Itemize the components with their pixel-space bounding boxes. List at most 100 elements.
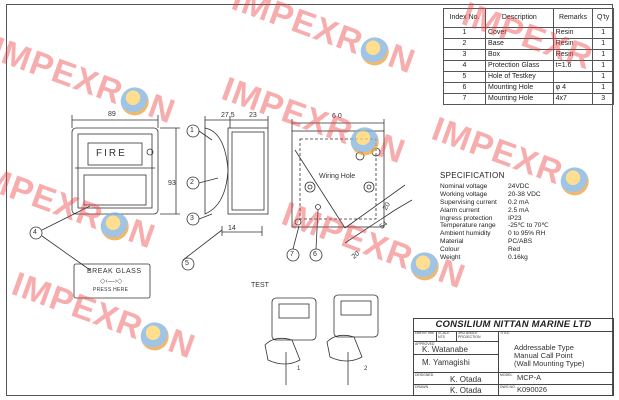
row-description: Mounting Hole <box>484 82 554 94</box>
spec-key: Colour <box>440 246 460 254</box>
row-qty: 1 <box>592 27 614 39</box>
description-line-2: Manual Call Point <box>514 351 573 360</box>
callout-2: 2 <box>190 179 194 186</box>
title-block: CONSILIUM NITTAN MARINE LTD DIM BY mm SC… <box>413 318 614 396</box>
callout-3: 3 <box>190 215 194 222</box>
approved-label: APPROVED <box>415 342 435 346</box>
scale: SCALE NTS <box>438 331 450 339</box>
break-glass-label-outline <box>73 263 151 299</box>
model-label: MODEL <box>500 373 513 377</box>
projection: 3RD ANGLE PROJECTION <box>458 331 481 339</box>
description-line-3: (Wall Mounting Type) <box>514 359 585 368</box>
row-qty: 1 <box>592 71 614 83</box>
dim-height: 93 <box>168 180 176 187</box>
side-dim-c: 14 <box>228 225 236 232</box>
callout-7: 7 <box>290 251 294 258</box>
break-glass-text: BREAK GLASS <box>87 268 142 275</box>
row-index: 1 <box>443 27 486 39</box>
callout-5: 5 <box>185 260 189 267</box>
test-illustrations <box>264 294 379 385</box>
spec-row: Working voltage 20-38 VDC <box>440 191 549 199</box>
spec-key: Ambient humidity <box>440 230 491 238</box>
description-line-1: Addressable Type <box>514 343 574 352</box>
spec-key: Ingress protection <box>440 214 493 222</box>
title-label: TITLE <box>500 331 510 335</box>
spec-key: Weight <box>440 254 461 262</box>
header-qty: Q'ty <box>592 8 614 28</box>
callout-6: 6 <box>313 251 317 258</box>
break-glass-arrow-icon: ◇‹—›◇ <box>100 278 123 285</box>
test-step-1: 1 <box>297 366 301 372</box>
model-cell: MODEL <box>499 373 613 385</box>
fire-label: FIRE <box>96 148 127 159</box>
spec-key: Supervising current <box>440 198 497 206</box>
row-index: 4 <box>443 60 486 72</box>
drawing-no-label: DWG NO. <box>500 385 516 389</box>
spec-row: Weight 0.16kg <box>440 254 549 262</box>
model: MCP-A <box>517 373 542 382</box>
row-qty: 1 <box>592 49 614 61</box>
row-index: 5 <box>443 71 486 83</box>
callout-4: 4 <box>33 229 37 236</box>
header-remarks: Remarks <box>552 8 594 28</box>
spec-value: Red <box>508 246 521 254</box>
callout-1: 1 <box>190 127 194 134</box>
drawing-frame <box>6 4 613 396</box>
row-qty: 1 <box>592 60 614 72</box>
spec-key: Temperature range <box>440 222 496 230</box>
drawn-by: K. Otada <box>450 386 482 395</box>
spec-row: Supervising current 0.2 mA <box>440 199 549 207</box>
projection-cell: 3RD ANGLE PROJECTION <box>457 331 499 342</box>
spec-value: 20-38 VDC <box>508 190 541 198</box>
drawing-no: K090026 <box>517 385 548 394</box>
approved-by: K. Watanabe <box>422 345 468 354</box>
drawn-label: DRAWN <box>415 385 429 389</box>
test-step-2: 2 <box>364 366 368 372</box>
row-description: Hole of Testkey <box>484 71 554 83</box>
spec-key: Nominal voltage <box>440 182 488 190</box>
designed-by: K. Otada <box>450 375 482 384</box>
scale-cell: SCALE NTS <box>437 331 457 342</box>
row-index: 7 <box>443 93 486 105</box>
side-view <box>204 116 269 236</box>
dim-unit-cell: DIM BY mm <box>414 331 437 342</box>
row-remarks: φ 4 <box>552 82 594 94</box>
spec-value: PC/ABS <box>508 238 533 246</box>
row-qty: 1 <box>592 38 614 50</box>
side-dim-a: 27.5 <box>221 112 235 119</box>
checked-by: M. Yamagishi <box>422 358 470 367</box>
press-here-text: PRESS HERE <box>93 287 129 293</box>
spec-value: 0.16kg <box>508 254 528 262</box>
row-qty: 3 <box>592 93 614 105</box>
spec-key: Alarm current <box>440 206 480 214</box>
spec-key: Working voltage <box>440 190 488 198</box>
row-index: 3 <box>443 49 486 61</box>
spec-value: 0.2 mA <box>508 198 529 206</box>
row-qty: 1 <box>592 82 614 94</box>
dim-width: 89 <box>108 111 116 118</box>
spec-value: -25℃ to 70℃ <box>508 222 549 230</box>
spec-row: Temperature range -25℃ to 70℃ <box>440 222 549 230</box>
test-label: TEST <box>251 282 269 289</box>
row-index: 6 <box>443 82 486 94</box>
product-description: Addressable Type Manual Call Point (Wall… <box>514 344 584 368</box>
rear-view <box>291 119 413 244</box>
spec-row: Alarm current 2.5 mA <box>440 207 549 215</box>
spec-value: 2.5 mA <box>508 206 529 214</box>
drawing-no-cell: DWG NO. <box>499 385 613 396</box>
specification-heading: SPECIFICATION <box>440 171 505 180</box>
side-dim-b: 23 <box>249 112 257 119</box>
row-remarks: Resin <box>552 38 594 50</box>
